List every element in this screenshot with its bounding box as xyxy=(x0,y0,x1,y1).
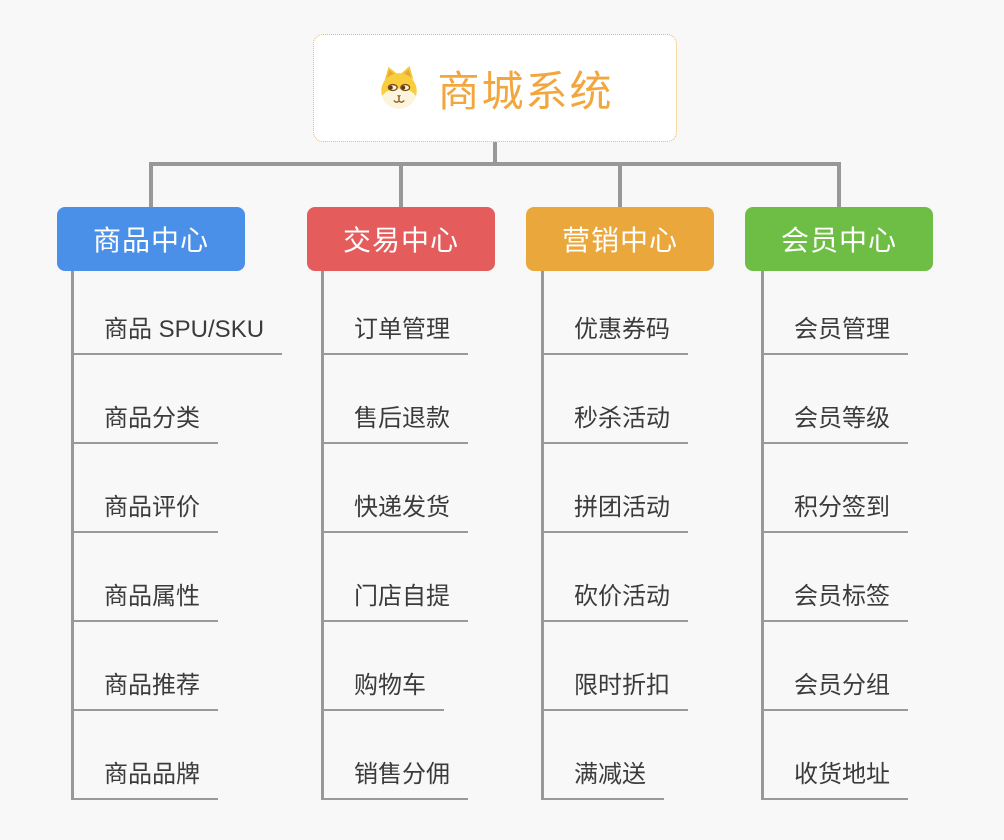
leaf-node[interactable]: 会员等级 xyxy=(761,404,908,444)
leaf-node[interactable]: 售后退款 xyxy=(321,404,468,444)
leaf-node[interactable]: 会员标签 xyxy=(761,582,908,622)
leaf-node[interactable]: 积分签到 xyxy=(761,493,908,533)
leaf-node[interactable]: 商品 SPU/SKU xyxy=(71,315,283,355)
branch-trunk xyxy=(321,271,324,800)
root-title: 商城系统 xyxy=(437,67,614,115)
leaf-node[interactable]: 优惠券码 xyxy=(541,315,688,355)
branch-trunk xyxy=(761,271,764,800)
leaf-node[interactable]: 商品分类 xyxy=(71,404,218,444)
connector-drop xyxy=(399,162,403,208)
leaf-node[interactable]: 购物车 xyxy=(321,671,444,711)
leaf-node[interactable]: 商品品牌 xyxy=(71,760,218,800)
leaf-node[interactable]: 商品属性 xyxy=(71,582,218,622)
leaf-node[interactable]: 砍价活动 xyxy=(541,582,688,622)
connector-drop xyxy=(837,162,841,208)
dog-face-icon xyxy=(376,65,422,111)
branch-header-trade-center[interactable]: 交易中心 xyxy=(307,207,495,271)
leaf-node[interactable]: 快递发货 xyxy=(321,493,468,533)
branch-header-member-center[interactable]: 会员中心 xyxy=(745,207,933,271)
leaf-node[interactable]: 商品推荐 xyxy=(71,671,218,711)
leaf-node[interactable]: 门店自提 xyxy=(321,582,468,622)
leaf-node[interactable]: 会员分组 xyxy=(761,671,908,711)
leaf-node[interactable]: 满减送 xyxy=(541,760,664,800)
branch-header-product-center[interactable]: 商品中心 xyxy=(57,207,245,271)
leaf-node[interactable]: 会员管理 xyxy=(761,315,908,355)
leaf-node[interactable]: 收货地址 xyxy=(761,760,908,800)
connector-root-stem xyxy=(493,141,497,164)
leaf-node[interactable]: 订单管理 xyxy=(321,315,468,355)
branch-header-marketing-center[interactable]: 营销中心 xyxy=(526,207,714,271)
branch-trunk xyxy=(541,271,544,800)
leaf-node[interactable]: 销售分佣 xyxy=(321,760,468,800)
leaf-node[interactable]: 商品评价 xyxy=(71,493,218,533)
connector-drop xyxy=(149,162,153,208)
leaf-node[interactable]: 限时折扣 xyxy=(541,671,688,711)
root-node[interactable]: 商城系统 xyxy=(313,34,677,142)
leaf-node[interactable]: 秒杀活动 xyxy=(541,404,688,444)
leaf-node[interactable]: 拼团活动 xyxy=(541,493,688,533)
connector-drop xyxy=(618,162,622,208)
connector-bus xyxy=(149,162,841,166)
branch-trunk xyxy=(71,271,74,800)
